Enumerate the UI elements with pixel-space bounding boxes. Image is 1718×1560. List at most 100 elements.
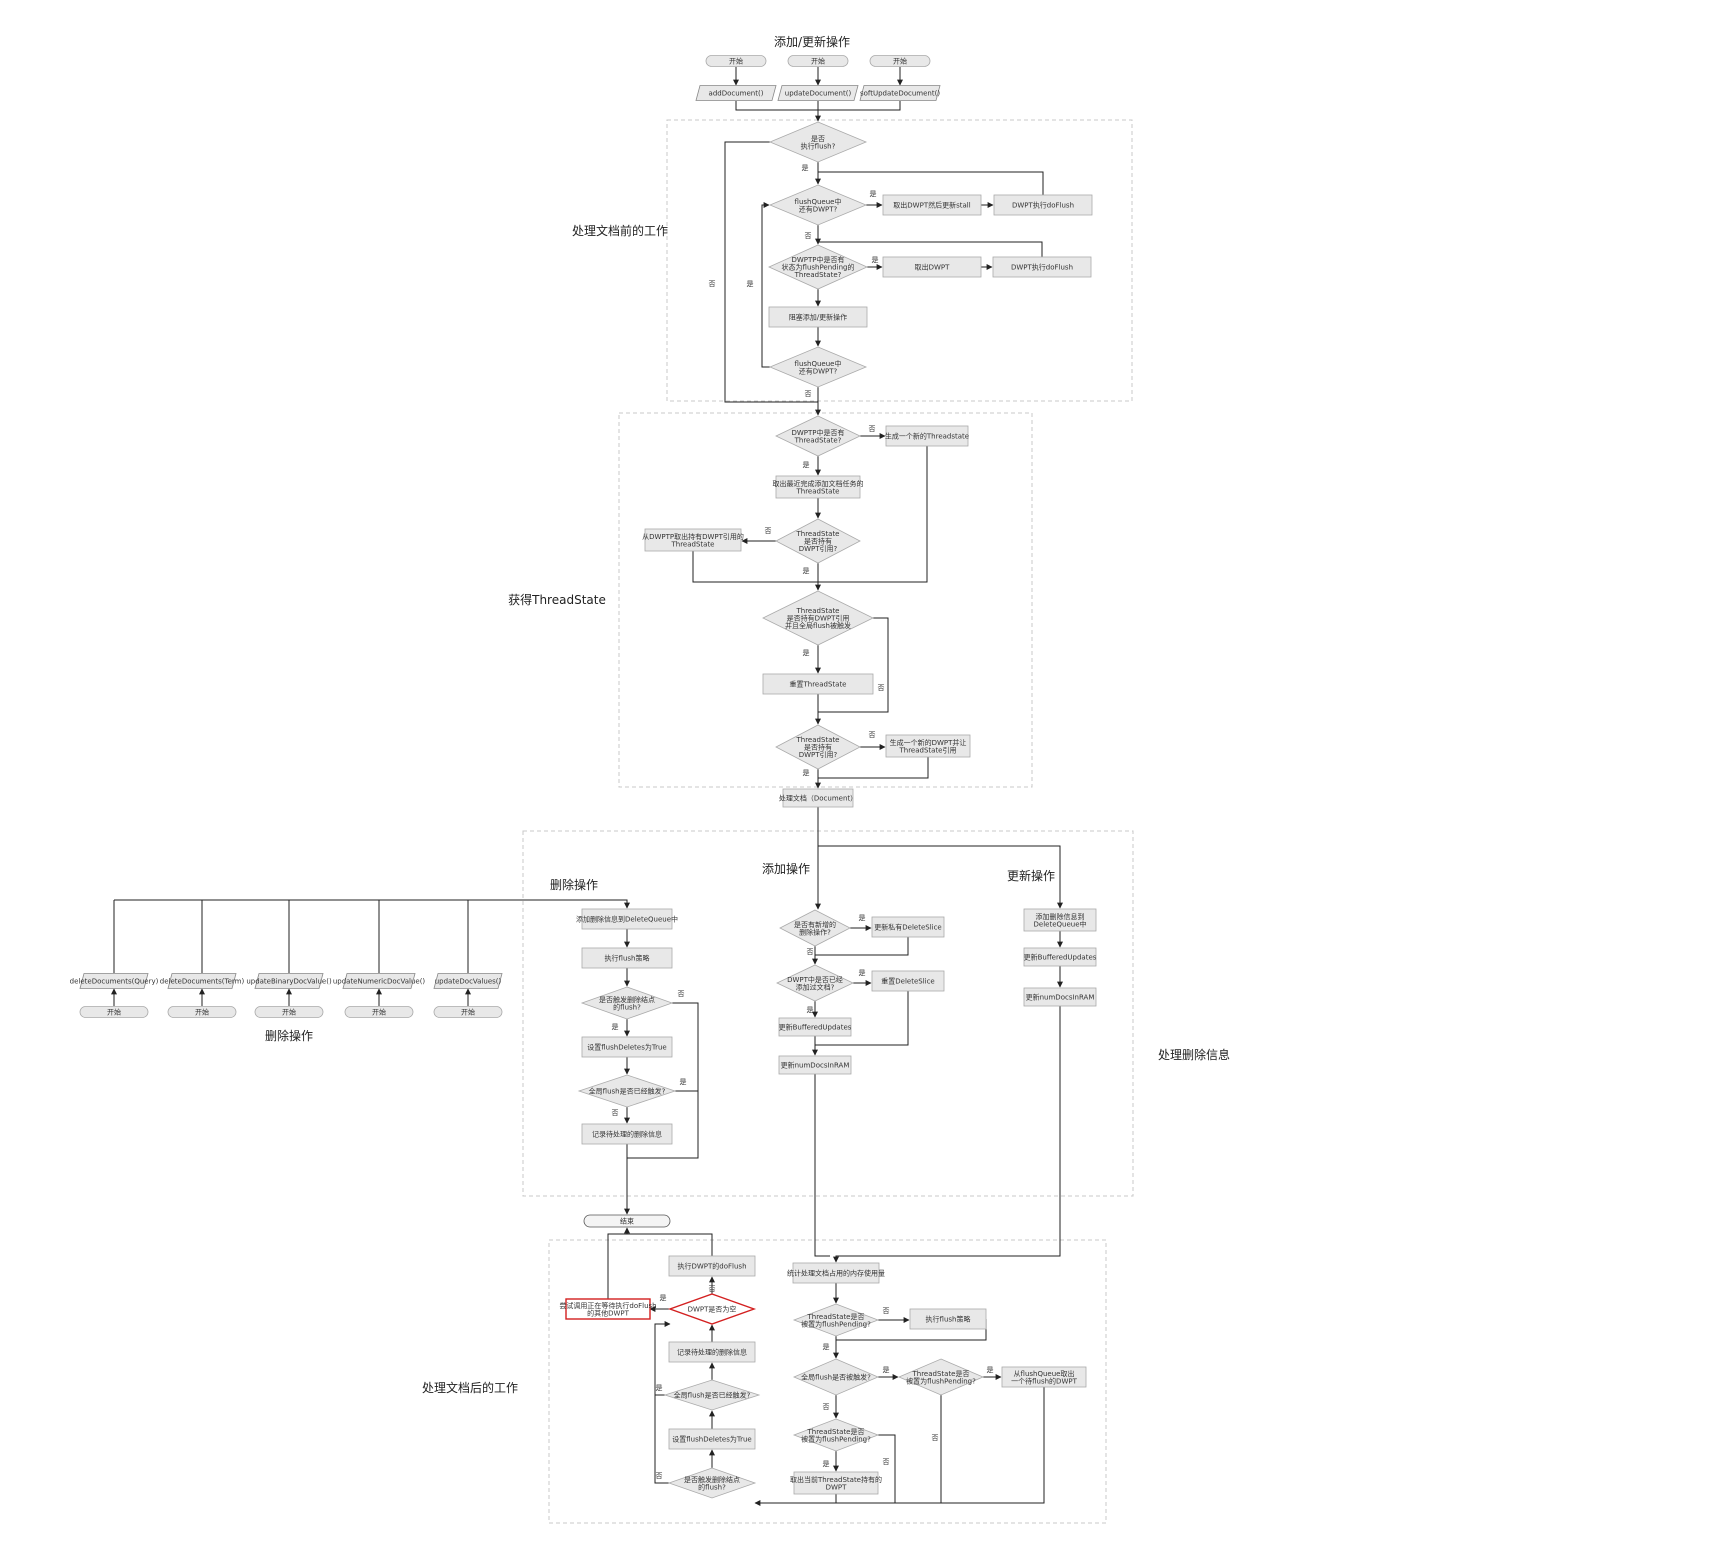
node-text: 开始	[195, 1008, 209, 1017]
yes-label: 是	[803, 567, 810, 575]
node-shape-diamond	[580, 986, 674, 1020]
node-text: deleteDocuments(Query)	[70, 978, 159, 986]
node-shape-rect	[882, 256, 982, 278]
node-io-ud: updateDocValues()	[433, 973, 503, 989]
node-text: 从flushQueue取出	[1014, 1369, 1075, 1378]
node-shape-terminal	[167, 1006, 237, 1018]
no-label: 否	[883, 1458, 890, 1466]
node-shape-rect	[778, 1055, 852, 1075]
connector	[761, 202, 770, 368]
node-r-process: 处理文档（Document）	[779, 788, 857, 808]
node-text: 开始	[811, 57, 825, 66]
node-shape-rect	[581, 1036, 673, 1058]
node-text: 执行DWPT的doFlush	[677, 1262, 746, 1271]
node-r-memStat: 统计处理文档占用的内存使用量	[787, 1262, 885, 1284]
node-r-doFlush2: DWPT执行doFlush	[992, 256, 1092, 278]
node-shape-io	[342, 973, 416, 989]
node-shape-rect	[762, 673, 874, 695]
node-text: 删除操作?	[799, 927, 831, 936]
section-border-del-info	[522, 830, 1134, 1197]
node-r-doFlush1: DWPT执行doFlush	[993, 194, 1093, 216]
node-shape-rect	[992, 256, 1092, 278]
node-shape-terminal	[869, 55, 931, 67]
node-text: ThreadState	[795, 487, 839, 495]
node-text: 取出最近完成添加文档任务的	[773, 479, 864, 488]
no-label: 否	[823, 1403, 830, 1411]
connector	[114, 899, 630, 909]
node-shape-diamond	[663, 1379, 761, 1411]
section-label-thread: 获得ThreadState	[508, 592, 606, 607]
node-text: 开始	[282, 1008, 296, 1017]
node-text: 的其他DWPT	[587, 1308, 630, 1317]
node-text: 开始	[729, 57, 743, 66]
node-text: 执行flush策略	[605, 954, 650, 963]
node-text: 被置为flushPending?	[801, 1434, 871, 1443]
node-text: DWPT引用?	[799, 544, 838, 553]
node-shape-diamond	[768, 346, 868, 388]
node-text: 设置flushDeletes为True	[672, 1435, 751, 1444]
node-shape-diamond	[667, 1293, 757, 1325]
node-text: 全局flush是否已经触发?	[589, 1087, 666, 1096]
no-label: 否	[878, 684, 885, 692]
node-shape-io	[695, 85, 777, 101]
node-text: addDocument()	[709, 90, 764, 98]
node-s-un: 开始	[344, 1006, 414, 1018]
node-shape-rect	[1023, 947, 1097, 967]
connector	[607, 1233, 627, 1299]
node-text: 是否持有	[804, 743, 832, 752]
node-d-globalFlush1: 全局flush是否已经触发?	[577, 1074, 677, 1108]
node-shape-io	[433, 973, 503, 989]
node-text: DWPT引用?	[799, 750, 838, 759]
node-text: 执行flush?	[801, 141, 836, 150]
node-text: 添加删除信息到DeleteQueue中	[576, 915, 678, 924]
section-border-thread	[618, 412, 1033, 788]
node-text: 执行flush策略	[926, 1315, 971, 1324]
node-text: updateDocument()	[785, 90, 852, 98]
node-shape-diamond	[775, 724, 861, 770]
yes-label: 是	[823, 1343, 830, 1351]
node-r-numDocs1: 更新numDocsInRAM	[778, 1055, 852, 1075]
node-text: ThreadState是否	[806, 1428, 864, 1436]
node-text: 是否触发删除结点	[684, 1475, 740, 1484]
node-start1: 开始	[705, 55, 767, 67]
no-label: 否	[805, 390, 812, 398]
node-updDoc: updateDocument()	[777, 85, 859, 101]
yes-label: 是	[660, 1294, 667, 1302]
node-text: DWPTP中是否有	[791, 428, 844, 437]
node-shape-terminal	[433, 1006, 503, 1018]
node-shape-diamond	[762, 590, 874, 646]
no-label: 否	[678, 990, 685, 998]
yes-label: 是	[859, 914, 866, 922]
node-text: 生成一个新的Threadstate	[885, 432, 969, 441]
node-start2: 开始	[787, 55, 849, 67]
node-io-dq: deleteDocuments(Query)	[70, 973, 159, 989]
node-shape-terminal	[79, 1006, 149, 1018]
node-shape-rect	[581, 1123, 673, 1145]
yes-no-labels: 是是否是否否是否是否是是否否是是否是是否是是否是否是否否是是是否否是否	[612, 164, 994, 1480]
node-r-numDocs2: 更新numDocsInRAM	[1023, 987, 1097, 1007]
node-shape-diamond	[775, 518, 861, 564]
node-text: 是否	[811, 135, 825, 143]
node-text: 开始	[461, 1008, 475, 1017]
node-text: 被置为flushPending?	[801, 1319, 871, 1328]
node-shape-rect	[1001, 1366, 1087, 1388]
node-shape-diamond	[779, 909, 851, 947]
node-shape-rect	[793, 1471, 879, 1495]
connectors	[111, 67, 1063, 1506]
no-label: 否	[805, 232, 812, 240]
no-label: 否	[932, 1434, 939, 1442]
no-label: 否	[869, 731, 876, 739]
node-text: 的flush?	[698, 1482, 726, 1491]
node-text: ThreadState是否	[911, 1370, 969, 1378]
yes-label: 是	[656, 1384, 663, 1392]
node-r-updPrivSlice: 更新私有DeleteSlice	[871, 916, 945, 938]
node-shape-rect	[778, 1017, 852, 1037]
